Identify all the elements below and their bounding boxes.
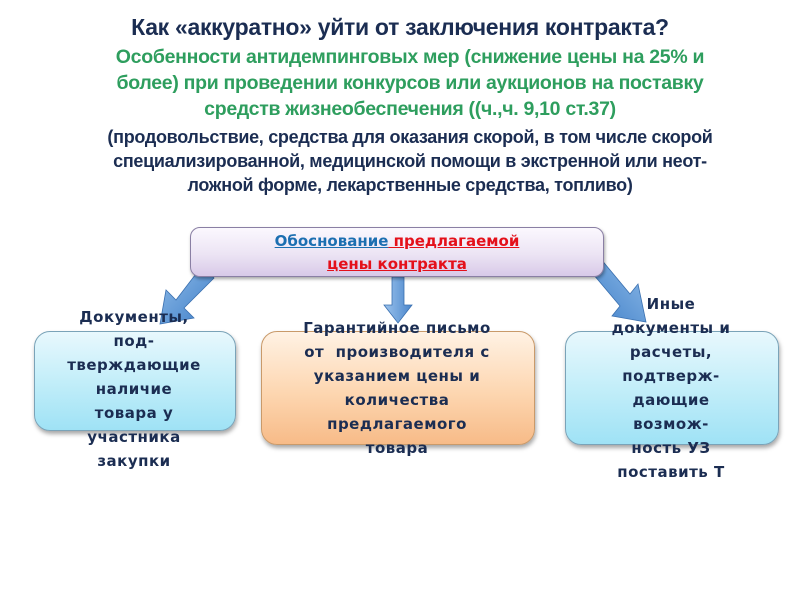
text-line: Документы,	[79, 308, 189, 326]
subtitle-line: Особенности антидемпинговых мер (снижени…	[115, 46, 705, 68]
note-line: специализированной, медицинской помощи в…	[113, 151, 707, 171]
text-line: предлагаемого	[327, 415, 467, 433]
justification-box: Обоснование предлагаемой цены контракта	[190, 227, 604, 277]
text-line: участника	[87, 428, 181, 446]
arrow-down-left-icon	[159, 265, 215, 325]
text-line: Иные	[646, 295, 696, 313]
text-line: от производителя с	[304, 343, 490, 361]
text-line: указанием цены и	[313, 367, 481, 385]
text-line: документы и	[611, 319, 731, 337]
note-line: ложной форме, лекарственные средства, то…	[187, 175, 633, 195]
slide-title: Как «аккуратно» уйти от заключения контр…	[131, 14, 669, 40]
text-line: ность УЗ	[631, 439, 711, 457]
justification-label-red-2: цены контракта	[327, 255, 467, 273]
guarantee-letter-text: Гарантийное письмо от производителя с ук…	[261, 316, 533, 460]
text-line: закупки	[97, 452, 171, 470]
arrow-down-icon	[383, 276, 413, 324]
text-line: под-	[113, 332, 155, 350]
note: (продовольствие, средства для оказания с…	[55, 125, 765, 197]
text-line: Гарантийное письмо	[303, 319, 491, 337]
text-line: товара у	[94, 404, 174, 422]
text-line: товара	[365, 439, 429, 457]
note-line: (продовольствие, средства для оказания с…	[107, 127, 713, 147]
text-line: тверждающие	[67, 356, 201, 374]
subtitle-line: средств жизнеобеспечения ((ч.,ч. 9,10 ст…	[204, 98, 616, 120]
text-line: подтверж-	[622, 367, 720, 385]
subtitle: Особенности антидемпинговых мер (снижени…	[60, 44, 760, 122]
justification-label: Обоснование	[274, 232, 389, 250]
text-line: дающие	[632, 391, 710, 409]
other-documents-text: Иные документы и расчеты, подтверж- дающ…	[565, 292, 777, 484]
other-documents-box	[565, 331, 779, 445]
text-line: количества	[344, 391, 450, 409]
text-line: поставить Т	[617, 463, 725, 481]
documents-text: Документы, под- тверждающие наличие това…	[34, 305, 234, 473]
text-line: возмож-	[633, 415, 709, 433]
documents-box	[34, 331, 236, 431]
subtitle-line: более) при проведении конкурсов или аукц…	[116, 72, 704, 94]
text-line: наличие	[95, 380, 173, 398]
justification-label-red: предлагаемой	[388, 232, 520, 250]
guarantee-letter-box	[261, 331, 535, 445]
arrow-down-right-icon	[587, 257, 647, 323]
text-line: расчеты,	[629, 343, 713, 361]
